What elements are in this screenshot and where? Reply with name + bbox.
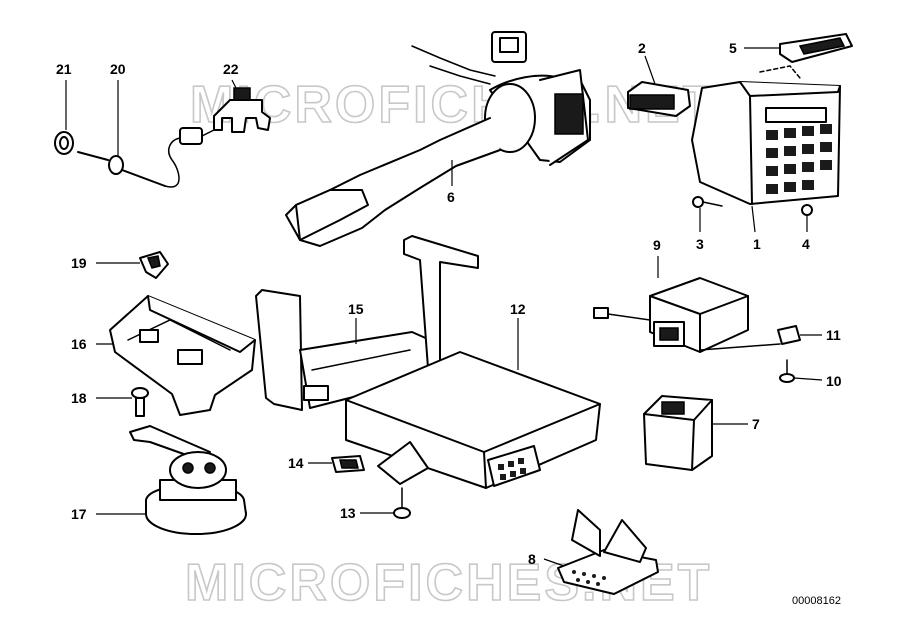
callout-5: 5 xyxy=(729,40,737,56)
callout-4: 4 xyxy=(802,236,810,252)
part-20-lead xyxy=(164,127,215,188)
part-9-relay xyxy=(593,277,781,353)
part-16-bracket xyxy=(109,295,256,416)
part-4-nut xyxy=(801,204,813,216)
part-12-module xyxy=(345,351,601,489)
part-10-screw xyxy=(779,359,795,383)
document-number: 00008162 xyxy=(792,595,841,607)
part-20-sensor xyxy=(77,151,166,187)
callout-13: 13 xyxy=(340,505,356,521)
callout-6: 6 xyxy=(447,189,455,205)
callout-22: 22 xyxy=(223,61,239,77)
part-2-module xyxy=(627,81,691,117)
leader-lines xyxy=(65,47,823,567)
callout-12: 12 xyxy=(510,301,526,317)
part-1-control-unit xyxy=(691,81,841,205)
callout-labels: 1 2 3 4 5 6 7 8 9 10 11 12 13 14 15 16 1… xyxy=(56,40,842,567)
callout-3: 3 xyxy=(696,236,704,252)
part-15-frame xyxy=(255,235,479,411)
callout-15: 15 xyxy=(348,301,364,317)
part-3-screw xyxy=(692,196,723,208)
callout-1: 1 xyxy=(753,236,761,252)
callout-18: 18 xyxy=(71,390,87,406)
callout-16: 16 xyxy=(71,336,87,352)
callout-14: 14 xyxy=(288,455,304,471)
part-6-column-switch xyxy=(285,31,591,247)
part-19-clip xyxy=(139,251,169,279)
part-13-screw xyxy=(393,487,411,519)
part-22-bracket xyxy=(213,87,271,133)
part-7-relay xyxy=(643,395,713,471)
callout-9: 9 xyxy=(653,237,661,253)
callout-2: 2 xyxy=(638,40,646,56)
part-14-clip xyxy=(331,455,365,473)
callout-20: 20 xyxy=(110,61,126,77)
callout-19: 19 xyxy=(71,255,87,271)
part-17-horn xyxy=(129,425,247,535)
part-18-bolt xyxy=(131,387,149,417)
callout-10: 10 xyxy=(826,373,842,389)
part-5-cover xyxy=(759,33,853,79)
part-8-holder xyxy=(557,509,659,595)
callout-21: 21 xyxy=(56,61,72,77)
part-21-washer xyxy=(54,131,74,155)
callout-8: 8 xyxy=(528,551,536,567)
callout-17: 17 xyxy=(71,506,87,522)
part-11-clip xyxy=(777,325,801,345)
callout-11: 11 xyxy=(826,327,841,343)
callout-7: 7 xyxy=(752,416,760,432)
